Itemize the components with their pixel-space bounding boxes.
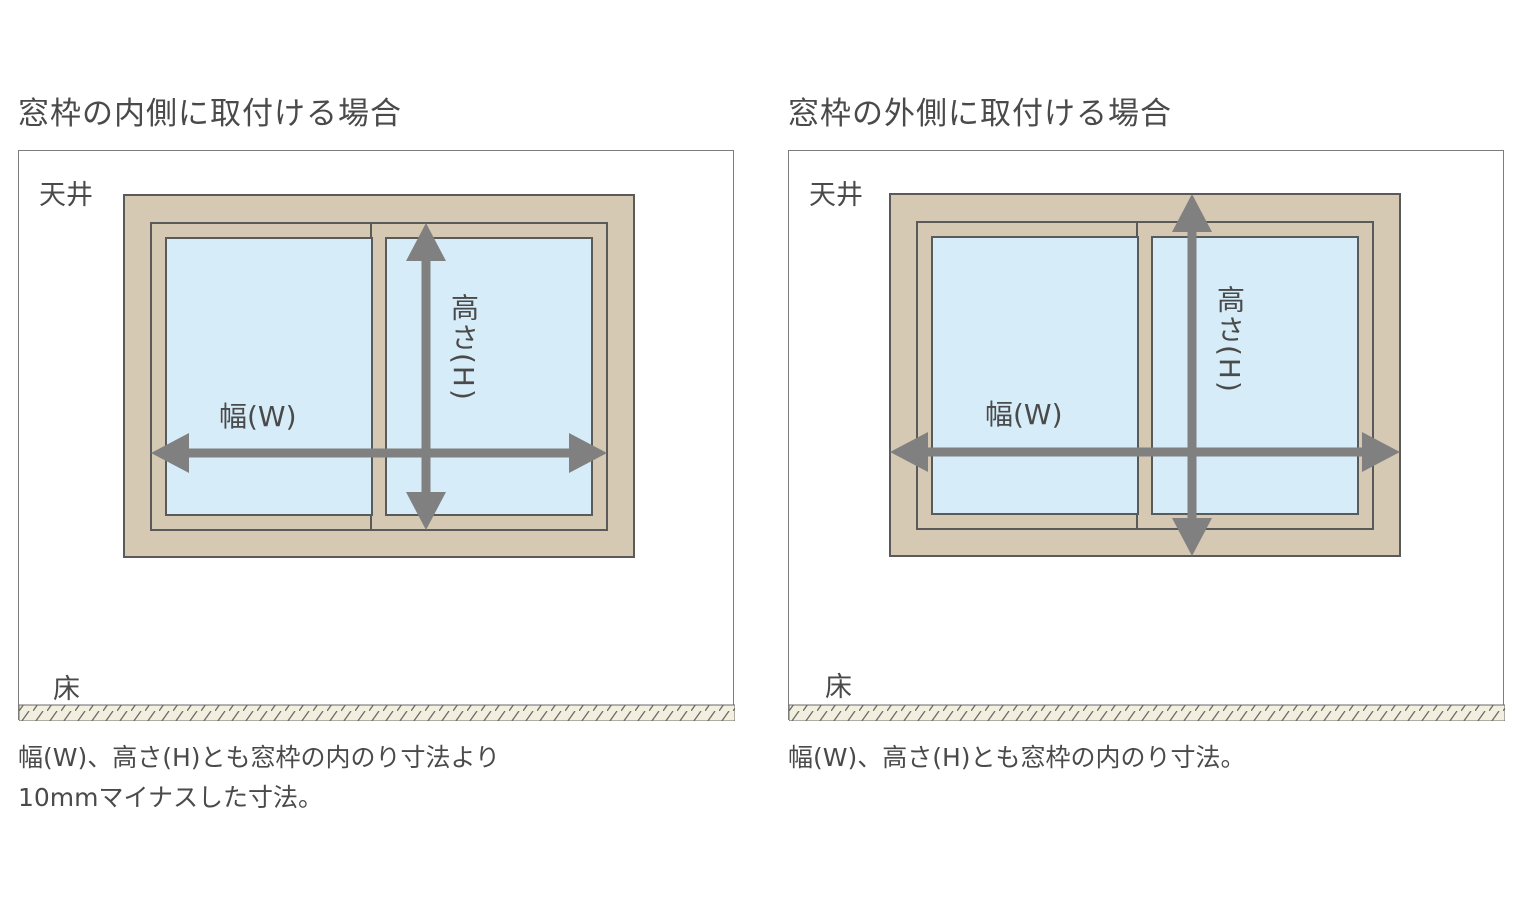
glass-pane-left (931, 236, 1139, 515)
ceiling-label: 天井 (809, 180, 863, 211)
left-caption-line2: 10mmマイナスした寸法。 (18, 783, 324, 812)
left-heading: 窓枠の内側に取付ける場合 (18, 96, 402, 132)
double-arrow-horizontal-icon (890, 432, 1400, 472)
glass-pane-left (165, 237, 373, 516)
height-label: 高さ(H) (1213, 285, 1246, 394)
glass-pane-right (1151, 236, 1359, 515)
height-label: 高さ(H) (447, 293, 480, 402)
double-arrow-horizontal-icon (151, 433, 607, 473)
right-caption: 幅(W)、高さ(H)とも窓枠の内のり寸法。 (788, 738, 1246, 778)
double-arrow-vertical-icon (406, 223, 446, 530)
glass-pane-right (385, 237, 593, 516)
left-caption: 幅(W)、高さ(H)とも窓枠の内のり寸法より 10mmマイナスした寸法。 (18, 738, 500, 818)
floor-label: 床 (825, 672, 852, 703)
floor-hatch-icon (19, 704, 735, 721)
right-caption-line1: 幅(W)、高さ(H)とも窓枠の内のり寸法。 (788, 743, 1246, 772)
left-window-diagram (19, 194, 735, 721)
right-heading: 窓枠の外側に取付ける場合 (788, 96, 1172, 132)
left-diagram-panel: 天井 床 幅(W) 高さ(H) (18, 150, 735, 721)
floor-label: 床 (53, 674, 80, 705)
floor-hatch-icon (789, 704, 1505, 721)
double-arrow-vertical-icon (1172, 194, 1212, 556)
left-caption-line1: 幅(W)、高さ(H)とも窓枠の内のり寸法より (18, 743, 501, 772)
right-diagram-panel: 天井 床 幅(W) 高さ(H) (788, 150, 1505, 721)
width-label: 幅(W) (985, 398, 1063, 431)
ceiling-label: 天井 (39, 180, 93, 211)
width-label: 幅(W) (219, 400, 297, 433)
right-window-diagram (789, 193, 1505, 721)
